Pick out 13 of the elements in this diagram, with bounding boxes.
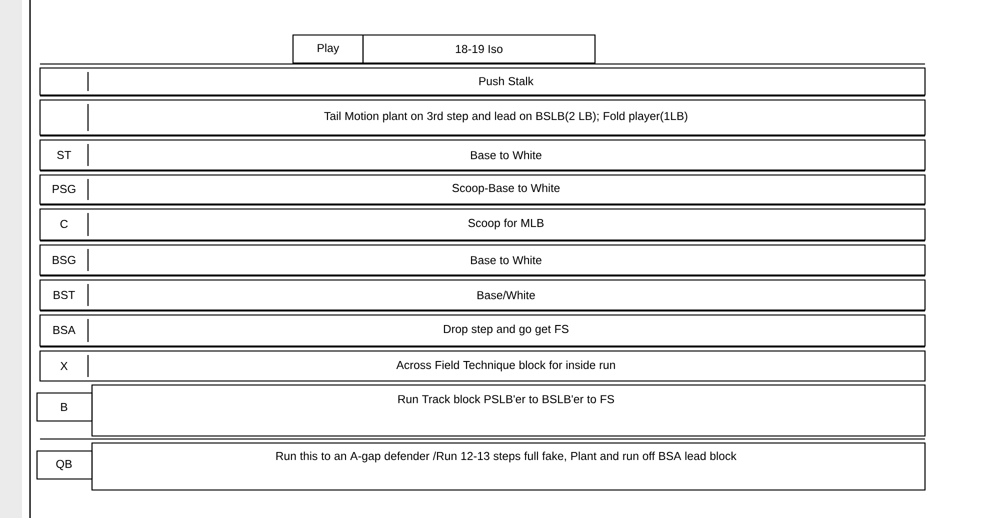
row-label: X	[60, 362, 68, 370]
row-label: BSG	[52, 256, 76, 264]
row-label-cell: B	[36, 392, 93, 422]
row-label: ST	[57, 150, 72, 160]
row-label: C	[60, 220, 68, 228]
header-cell: Play	[292, 34, 364, 64]
header-cell: 18-19 Iso	[362, 34, 596, 64]
row-label: BST	[54, 290, 75, 300]
row-label: BSA	[53, 326, 76, 334]
table-row: Tail Motion plant on 3rd step and lead on BSLB(2 LB); Fold player(1LB)	[39, 95, 926, 136]
table-row: Push Stalk	[39, 63, 926, 96]
row-label: PSG	[52, 184, 76, 194]
row-label-cell: QB	[36, 450, 93, 480]
